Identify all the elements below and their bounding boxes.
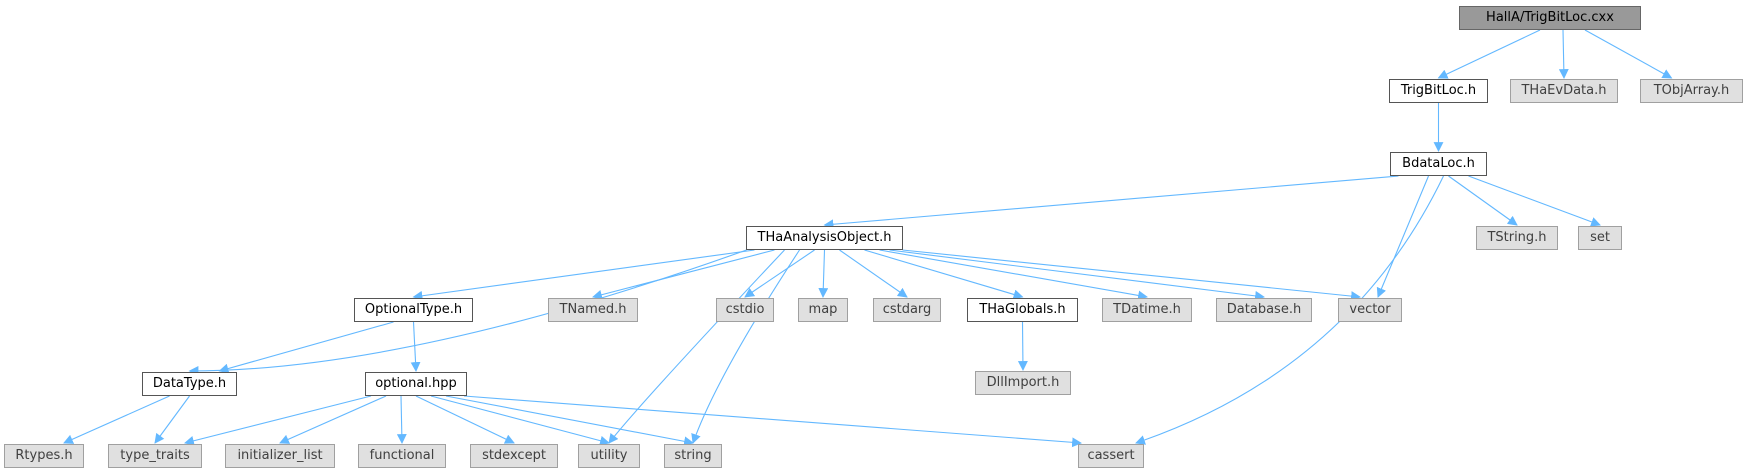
node-stdexcept: stdexcept (470, 444, 558, 468)
node-type-traits: type_traits (108, 444, 202, 468)
edge-optionaltype_h-to-datatype_h (218, 321, 394, 374)
node-tdatime-h: TDatime.h (1102, 298, 1192, 322)
node-dllimport-h: DllImport.h (975, 371, 1071, 395)
node-vector: vector (1338, 298, 1402, 322)
edge-thaanalysisobject_h-to-cstdio (744, 249, 815, 298)
edge-optional_hpp-to-initializer_list (279, 395, 387, 444)
node-cstdarg: cstdarg (873, 298, 941, 322)
node-trigbitloc-h[interactable]: TrigBitLoc.h (1389, 79, 1488, 103)
node-cstdio: cstdio (716, 298, 774, 322)
node-string: string (664, 444, 722, 468)
edge-thaanalysisobject_h-to-optionaltype_h (412, 249, 755, 301)
node-functional: functional (358, 444, 446, 468)
node-tstring-h: TString.h (1476, 226, 1558, 250)
node-set: set (1578, 226, 1622, 250)
node-thaanalysisobject-h[interactable]: THaAnalysisObject.h (746, 226, 903, 250)
edge-thaanalysisobject_h-to-vector (902, 249, 1361, 302)
edge-root-to-tobjarray_h (1584, 29, 1673, 79)
edge-root-to-trigbitloc_h (1437, 29, 1541, 79)
edge-thaanalysisobject_h-to-thaglobals_h (864, 249, 1024, 300)
edge-optional_hpp-to-stdexcept (415, 395, 515, 444)
edge-bdataloc_h-to-thaanalysisobject_h (823, 175, 1399, 230)
edge-bdataloc_h-to-vector (1376, 175, 1430, 298)
edge-optional_hpp-to-string (445, 395, 694, 447)
node-utility: utility (578, 444, 640, 468)
edge-optional_hpp-to-functional (396, 395, 407, 444)
node-tnamed-h: TNamed.h (548, 298, 638, 322)
node-root-file: HallA/TrigBitLoc.cxx (1459, 6, 1641, 30)
node-optional-hpp[interactable]: optional.hpp (365, 372, 467, 396)
edge-bdataloc_h-to-cassert (1135, 175, 1444, 445)
edge-thaanalysisobject_h-to-database_h (889, 249, 1265, 301)
edge-datatype_h-to-rtypes_h (63, 395, 170, 444)
node-thaevdata-h: THaEvData.h (1510, 79, 1618, 103)
node-datatype-h[interactable]: DataType.h (142, 372, 237, 396)
edge-optional_hpp-to-type_traits (184, 395, 372, 446)
edge-datatype_h-to-type_traits (154, 395, 190, 444)
node-initializer-list: initializer_list (225, 444, 335, 468)
edge-bdataloc_h-to-set (1468, 175, 1601, 227)
edge-thaanalysisobject_h-to-cstdarg (839, 249, 908, 298)
node-cassert: cassert (1078, 444, 1144, 468)
edge-thaanalysisobject_h-to-tdatime_h (879, 249, 1148, 301)
edge-thaanalysisobject_h-to-string (691, 249, 800, 444)
node-optionaltype-h[interactable]: OptionalType.h (354, 298, 473, 322)
edge-optionaltype_h-to-optional_hpp (410, 321, 421, 372)
edge-optional_hpp-to-cassert (463, 395, 1082, 448)
node-tobjarray-h: TObjArray.h (1640, 79, 1743, 103)
edge-optional_hpp-to-utility (430, 395, 610, 446)
edge-root-to-thaevdata_h (1558, 29, 1569, 79)
edge-thaglobals_h-to-dllimport_h (1017, 321, 1028, 371)
node-thaglobals-h[interactable]: THaGlobals.h (967, 298, 1078, 322)
node-database-h: Database.h (1216, 298, 1312, 322)
node-bdataloc-h[interactable]: BdataLoc.h (1390, 152, 1487, 176)
node-map: map (798, 298, 848, 322)
edge-thaanalysisobject_h-to-map (818, 249, 829, 298)
edge-bdataloc_h-to-tstring_h (1448, 175, 1518, 226)
node-rtypes-h: Rtypes.h (4, 444, 84, 468)
edge-thaanalysisobject_h-to-tnamed_h (592, 249, 775, 300)
